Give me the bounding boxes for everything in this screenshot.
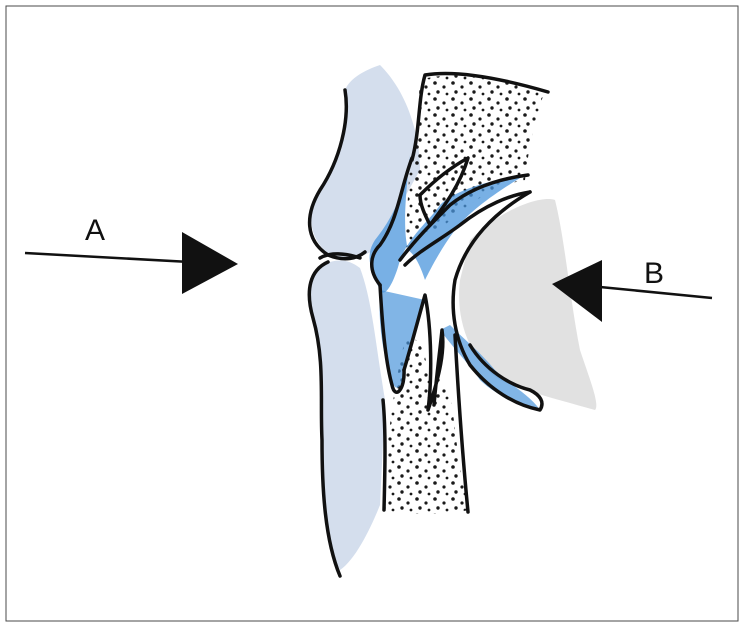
arrow-b <box>552 260 712 322</box>
arrow-a <box>25 232 238 294</box>
label-b: B <box>644 257 664 290</box>
label-a: A <box>85 214 105 247</box>
